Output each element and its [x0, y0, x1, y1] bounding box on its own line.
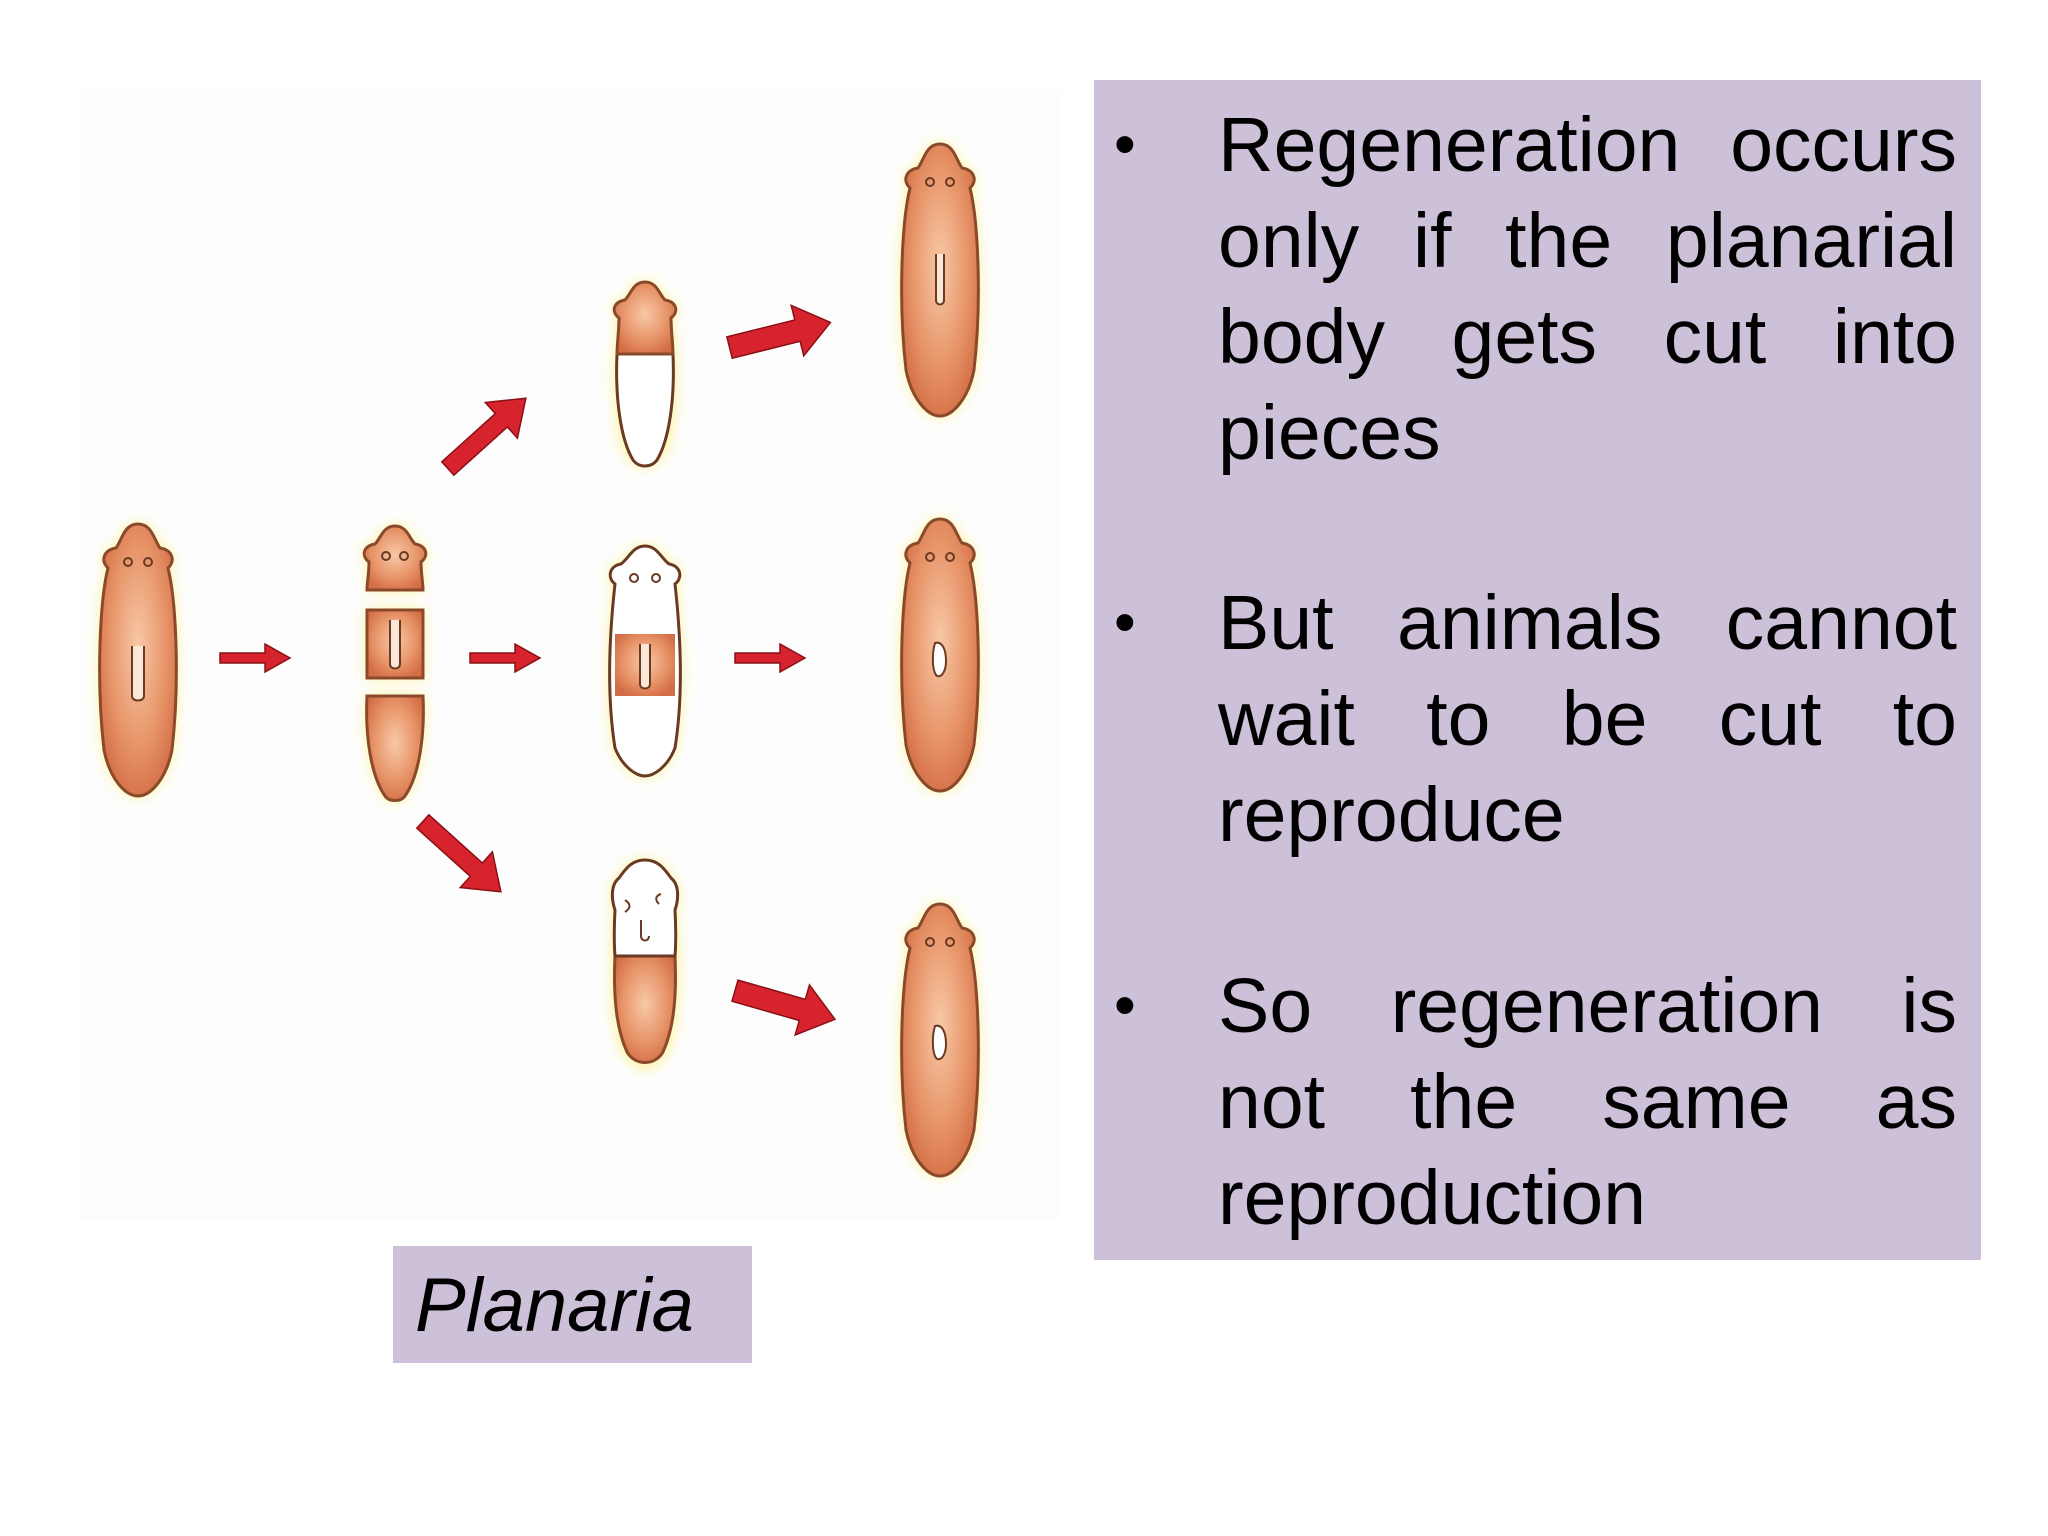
regenerated-worm-bottom — [900, 902, 980, 1178]
regenerated-worm-middle — [900, 517, 980, 793]
arrow-right-2 — [469, 642, 542, 674]
arrow-up-right — [440, 397, 527, 477]
bullet-dot: • — [1114, 110, 1136, 179]
planaria-original — [98, 522, 178, 798]
regenerated-worm-top — [900, 142, 980, 418]
middle-piece — [365, 608, 425, 680]
tail-piece — [365, 694, 425, 802]
regenerating-head-piece — [612, 280, 678, 468]
arrow-lower-right — [731, 979, 837, 1037]
planaria-regeneration-diagram — [80, 90, 1060, 1220]
arrow-down-right — [415, 813, 502, 893]
bullet-text: But animals cannot wait to be cut to rep… — [1218, 580, 1957, 858]
caption-label: Planaria — [415, 1263, 694, 1348]
arrow-upper-right — [725, 304, 832, 360]
bullet-text: Regeneration occurs only if the planaria… — [1218, 102, 1957, 476]
regenerating-middle-piece — [608, 544, 682, 778]
head-piece — [362, 524, 428, 592]
planaria-cut-pieces — [362, 524, 428, 802]
bullet-panel: • Regeneration occurs only if the planar… — [1094, 80, 1981, 1260]
bullet-dot: • — [1114, 588, 1136, 657]
arrow-right-3 — [734, 642, 807, 674]
arrow-right-1 — [219, 642, 292, 674]
caption-box: Planaria — [393, 1246, 752, 1363]
regenerating-tail-piece — [610, 858, 680, 1068]
bullet-dot: • — [1114, 971, 1136, 1040]
bullet-text: So regeneration is not the same as repro… — [1218, 963, 1957, 1241]
